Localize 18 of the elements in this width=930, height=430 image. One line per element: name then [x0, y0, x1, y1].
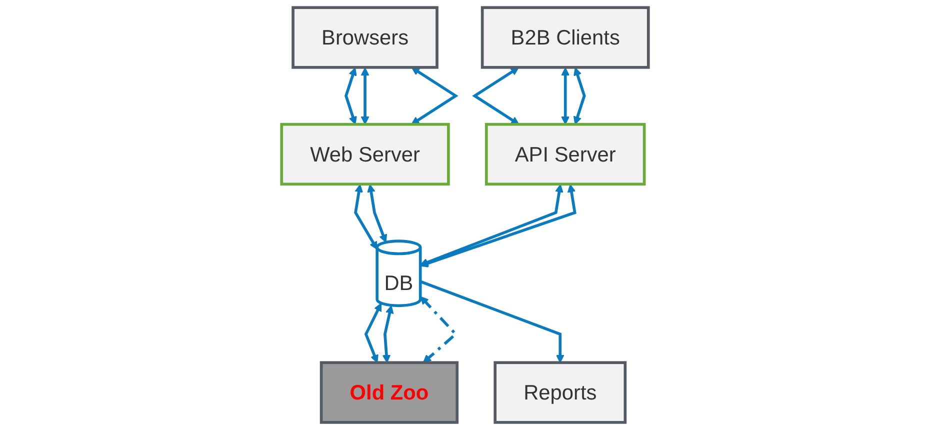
arrow — [354, 184, 378, 250]
arrow — [344, 67, 357, 125]
arrow — [360, 67, 370, 125]
node-box: Web Server — [280, 122, 450, 186]
arrow — [573, 67, 586, 125]
node-box: Browsers — [292, 6, 438, 69]
node-box: B2B Clients — [480, 6, 650, 69]
node-box: API Server — [484, 122, 646, 186]
node-box: Reports — [494, 361, 627, 424]
arrow — [411, 67, 458, 125]
arrow — [364, 303, 382, 363]
node-box: Old Zoo — [320, 361, 459, 424]
arrow — [420, 280, 564, 363]
arrow — [472, 67, 520, 125]
arrow — [367, 184, 388, 243]
arrow — [382, 305, 394, 363]
arrow — [561, 67, 570, 125]
arrow — [420, 296, 458, 363]
